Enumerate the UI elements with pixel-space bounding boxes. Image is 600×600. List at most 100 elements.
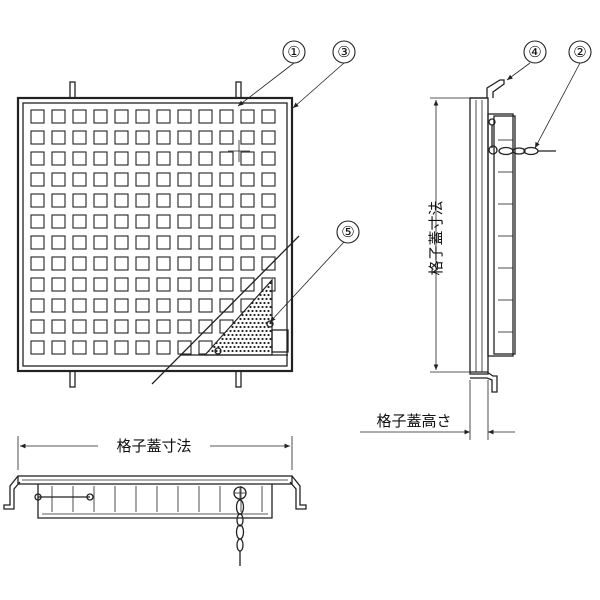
grating-opening — [219, 151, 234, 166]
callout-2: ② — [534, 40, 592, 149]
grating-opening — [30, 298, 45, 313]
grating-opening — [177, 256, 192, 271]
grating-opening — [177, 193, 192, 208]
grating-opening — [219, 109, 234, 124]
grating-opening — [177, 319, 192, 334]
grating-opening — [156, 235, 171, 250]
grating-opening — [219, 172, 234, 187]
grating-opening — [135, 151, 150, 166]
grating-grid — [30, 109, 276, 355]
grating-opening — [30, 130, 45, 145]
grating-opening — [219, 130, 234, 145]
callout-4: ④ — [506, 40, 547, 81]
grating-opening — [156, 256, 171, 271]
grating-opening — [135, 193, 150, 208]
grating-opening — [51, 130, 66, 145]
grating-opening — [219, 214, 234, 229]
grating-opening — [156, 214, 171, 229]
grating-opening — [135, 214, 150, 229]
grating-opening — [156, 319, 171, 334]
svg-text:④: ④ — [528, 43, 541, 61]
grating-opening — [72, 172, 87, 187]
grating-opening — [30, 172, 45, 187]
grating-opening — [114, 109, 129, 124]
grating-opening — [51, 235, 66, 250]
inner-frame — [22, 102, 288, 367]
grating-opening — [51, 151, 66, 166]
side-size-label: 格子蓋寸法 — [427, 200, 445, 275]
grating-opening — [261, 130, 276, 145]
grating-opening — [30, 109, 45, 124]
grating-opening — [198, 130, 213, 145]
grating-opening — [177, 277, 192, 292]
side-view: 格子蓋寸法 格子蓋高さ — [360, 79, 556, 440]
grating-opening — [156, 109, 171, 124]
grating-opening — [93, 193, 108, 208]
grating-opening — [30, 319, 45, 334]
grating-opening — [198, 319, 213, 334]
grating-opening — [240, 172, 255, 187]
grating-opening — [72, 340, 87, 355]
grating-opening — [156, 193, 171, 208]
side-stiffeners — [498, 139, 513, 333]
chain-front — [233, 486, 247, 566]
grating-opening — [93, 214, 108, 229]
grating-opening — [72, 130, 87, 145]
front-stiffeners — [51, 486, 263, 512]
grating-opening — [156, 340, 171, 355]
grating-opening — [261, 235, 276, 250]
grating-opening — [240, 256, 255, 271]
grating-opening — [72, 277, 87, 292]
grating-opening — [240, 277, 255, 292]
grating-opening — [72, 214, 87, 229]
svg-text:②: ② — [573, 43, 586, 61]
grating-opening — [30, 214, 45, 229]
grating-opening — [30, 193, 45, 208]
grating-opening — [135, 277, 150, 292]
grating-opening — [51, 172, 66, 187]
grating-opening — [219, 235, 234, 250]
grating-opening — [30, 151, 45, 166]
svg-text:①: ① — [287, 43, 300, 61]
grating-opening — [72, 319, 87, 334]
grating-opening — [156, 277, 171, 292]
height-label: 格子蓋高さ — [376, 412, 451, 430]
grating-opening — [198, 298, 213, 313]
grating-opening — [240, 235, 255, 250]
grating-opening — [72, 109, 87, 124]
grating-opening — [240, 193, 255, 208]
front-view: 格子蓋寸法 — [3, 436, 307, 566]
grating-opening — [261, 109, 276, 124]
grating-opening — [93, 109, 108, 124]
grating-opening — [177, 109, 192, 124]
outer-frame — [16, 96, 294, 373]
grating-opening — [51, 298, 66, 313]
front-size-label: 格子蓋寸法 — [116, 437, 191, 455]
grating-opening — [93, 151, 108, 166]
grating-opening — [177, 298, 192, 313]
grating-opening — [72, 235, 87, 250]
grating-opening — [177, 235, 192, 250]
grating-opening — [93, 172, 108, 187]
grating-opening — [261, 256, 276, 271]
grating-opening — [51, 193, 66, 208]
grating-opening — [72, 256, 87, 271]
grating-opening — [135, 235, 150, 250]
grating-opening — [51, 256, 66, 271]
grating-opening — [135, 319, 150, 334]
cutaway-line — [151, 235, 300, 385]
grating-opening — [198, 277, 213, 292]
grating-opening — [177, 214, 192, 229]
chain-side — [488, 118, 556, 156]
grating-opening — [198, 256, 213, 271]
grating-opening — [93, 340, 108, 355]
grating-opening — [135, 256, 150, 271]
grating-opening — [93, 130, 108, 145]
grating-opening — [240, 151, 255, 166]
callout-5: ⑤ — [269, 220, 360, 323]
grating-opening — [219, 298, 234, 313]
grating-opening — [93, 319, 108, 334]
grating-opening — [114, 340, 129, 355]
grating-opening — [135, 130, 150, 145]
